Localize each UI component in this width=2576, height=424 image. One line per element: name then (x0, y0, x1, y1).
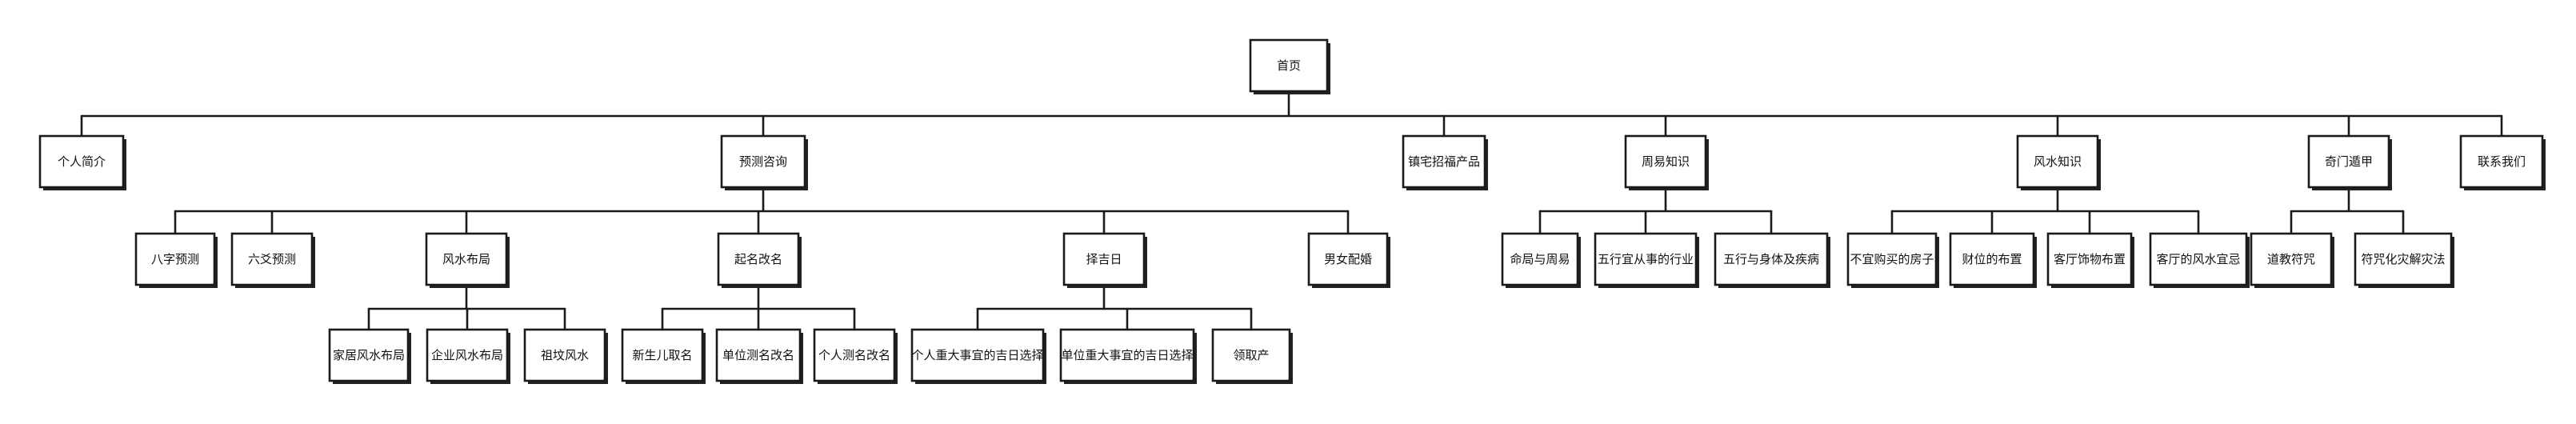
node-box (1211, 328, 1291, 382)
node-label: 周易知识 (1642, 154, 1690, 169)
node-box (2307, 134, 2390, 189)
node-box (1714, 232, 1829, 286)
node-label: 五行宜从事的行业 (1598, 252, 1694, 266)
node-l1-0: 个人简介 (38, 134, 126, 190)
node-prediction_children-0: 八字预测 (134, 232, 218, 288)
node-label: 符咒化灾解灾法 (2361, 252, 2445, 266)
node-box (425, 232, 508, 286)
node-layout_children-2: 祖坟风水 (523, 328, 608, 384)
node-label: 风水布局 (442, 252, 490, 266)
node-l1-5: 奇门遁甲 (2307, 134, 2392, 190)
node-box (2354, 232, 2453, 286)
node-label: 预测咨询 (739, 154, 787, 169)
node-qimen_children-0: 道教符咒 (2250, 232, 2334, 288)
node-naming_children-1: 单位测名改名 (715, 328, 803, 384)
node-box (328, 328, 410, 382)
node-label: 镇宅招福产品 (1408, 154, 1480, 169)
node-label: 个人测名改名 (818, 348, 890, 362)
node-label: 客厅饰物布置 (2054, 252, 2126, 266)
connector-lines (80, 90, 2503, 331)
node-box (2046, 232, 2133, 286)
node-label: 联系我们 (2478, 154, 2526, 169)
node-label: 道教符咒 (2267, 252, 2315, 266)
node-label: 不宜购买的房子 (1850, 252, 1934, 266)
node-l1-3: 周易知识 (1624, 134, 1709, 190)
node-label: 首页 (1277, 58, 1301, 73)
node-box (813, 328, 896, 382)
node-box (717, 232, 800, 286)
node-date_children-1: 单位重大事宜的吉日选择 (1059, 328, 1197, 384)
node-box (715, 328, 802, 382)
node-box (230, 232, 314, 286)
node-label: 家居风水布局 (333, 348, 405, 362)
node-label: 单位重大事宜的吉日选择 (1061, 348, 1193, 362)
node-fengshui_children-3: 客厅的风水宜忌 (2149, 232, 2250, 288)
node-label: 企业风水布局 (431, 348, 503, 362)
node-box (1402, 134, 1486, 189)
node-box (2250, 232, 2333, 286)
node-zhouyi_children-1: 五行宜从事的行业 (1594, 232, 1699, 288)
node-root: 首页 (1249, 38, 1330, 94)
node-box (523, 328, 606, 382)
node-prediction_children-2: 风水布局 (425, 232, 510, 288)
node-box (1594, 232, 1698, 286)
node-layout_children-0: 家居风水布局 (328, 328, 411, 384)
node-label: 个人重大事宜的吉日选择 (911, 348, 1043, 362)
node-label: 五行与身体及疾病 (1723, 252, 1819, 266)
node-box (2149, 232, 2248, 286)
node-label: 祖坟风水 (541, 348, 589, 362)
node-label: 六爻预测 (248, 252, 296, 266)
node-date_children-0: 个人重大事宜的吉日选择 (910, 328, 1046, 384)
node-fengshui_children-0: 不宜购买的房子 (1846, 232, 1939, 288)
node-label: 八字预测 (151, 252, 199, 266)
node-box (720, 134, 806, 189)
node-box (1307, 232, 1389, 286)
node-label: 奇门遁甲 (2325, 154, 2373, 169)
node-box (426, 328, 509, 382)
node-box (1059, 328, 1195, 382)
node-label: 择吉日 (1086, 252, 1122, 266)
node-box (1249, 38, 1329, 93)
node-label: 命局与周易 (1510, 252, 1570, 266)
node-layout_children-1: 企业风水布局 (426, 328, 510, 384)
node-box (134, 232, 216, 286)
node-box (1624, 134, 1707, 189)
node-box (1501, 232, 1579, 286)
node-naming_children-2: 个人测名改名 (813, 328, 898, 384)
node-l1-6: 联系我们 (2459, 134, 2546, 190)
node-naming_children-0: 新生儿取名 (621, 328, 706, 384)
node-label: 财位的布置 (1962, 252, 2022, 266)
node-label: 客厅的风水宜忌 (2156, 252, 2240, 266)
node-box (2016, 134, 2099, 189)
node-label: 风水知识 (2034, 154, 2082, 169)
node-box (910, 328, 1045, 382)
node-box (38, 134, 125, 189)
node-label: 起名改名 (734, 252, 782, 266)
node-zhouyi_children-0: 命局与周易 (1501, 232, 1581, 288)
node-date_children-2: 领取产 (1211, 328, 1293, 384)
node-prediction_children-3: 起名改名 (717, 232, 802, 288)
node-box (2459, 134, 2544, 189)
node-box (621, 328, 704, 382)
node-prediction_children-4: 择吉日 (1062, 232, 1147, 288)
node-label: 领取产 (1233, 348, 1269, 362)
node-box (1846, 232, 1938, 286)
node-label: 新生儿取名 (632, 348, 692, 362)
node-fengshui_children-2: 客厅饰物布置 (2046, 232, 2134, 288)
node-box (1062, 232, 1146, 286)
node-prediction_children-1: 六爻预测 (230, 232, 315, 288)
node-prediction_children-5: 男女配婚 (1307, 232, 1390, 288)
node-l1-1: 预测咨询 (720, 134, 808, 190)
node-label: 男女配婚 (1324, 252, 1372, 266)
node-qimen_children-1: 符咒化灾解灾法 (2354, 232, 2454, 288)
node-label: 单位测名改名 (722, 348, 794, 362)
node-zhouyi_children-2: 五行与身体及疾病 (1714, 232, 1830, 288)
node-l1-2: 镇宅招福产品 (1402, 134, 1488, 190)
node-label: 个人简介 (58, 154, 106, 169)
node-fengshui_children-1: 财位的布置 (1949, 232, 2037, 288)
node-box (1949, 232, 2035, 286)
node-l1-4: 风水知识 (2016, 134, 2101, 190)
